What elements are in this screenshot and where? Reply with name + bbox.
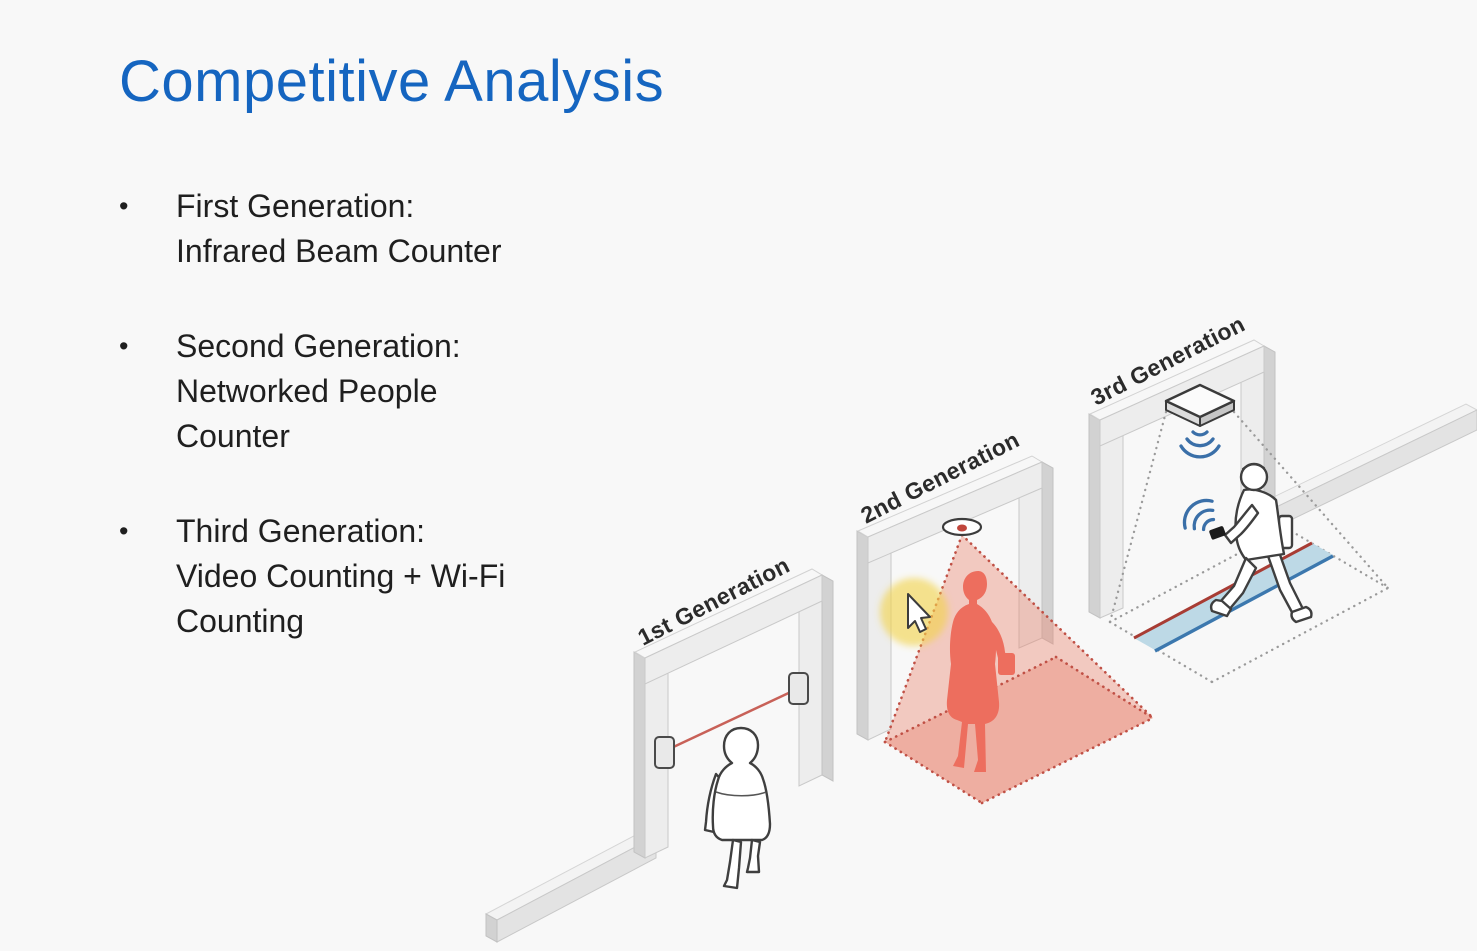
beam-sensor-icon [654, 736, 675, 769]
bullet-item-first-generation: • First Generation: Infrared Beam Counte… [119, 184, 559, 274]
wall-strip-left [484, 829, 658, 943]
gen3-ceiling-device-icon [1164, 383, 1236, 427]
bullet-list: • First Generation: Infrared Beam Counte… [119, 184, 559, 694]
infrared-beam [666, 688, 796, 752]
gen1-person [703, 726, 772, 890]
bullet-marker: • [119, 331, 129, 361]
bullet-item-second-generation: • Second Generation: Networked People Co… [119, 324, 559, 459]
gen3-person [1182, 462, 1313, 624]
bullet-desc: Infrared Beam Counter [176, 233, 502, 269]
wall-strip-right [1253, 403, 1477, 533]
bullet-label: Second Generation: [176, 328, 461, 364]
gen2-detection-cone [883, 533, 1155, 805]
device-wifi-icon [1179, 430, 1221, 459]
gen2-ceiling-sensor-icon [941, 517, 983, 537]
page-title: Competitive Analysis [119, 49, 665, 114]
mouse-cursor-icon [907, 593, 931, 633]
smartphone-icon [1209, 526, 1226, 540]
bullet-item-third-generation: • Third Generation: Video Counting + Wi-… [119, 509, 559, 644]
bullet-desc: Video Counting + Wi-Fi Counting [176, 558, 506, 639]
gen2-person-silhouette [946, 571, 1015, 772]
beam-sensor-icon [788, 672, 809, 705]
bullet-label: Third Generation: [176, 513, 426, 549]
bullet-marker: • [119, 191, 129, 221]
bullet-marker: • [119, 516, 129, 546]
bullet-label: First Generation: [176, 188, 415, 224]
bullet-desc: Networked People Counter [176, 373, 438, 454]
handbag [998, 653, 1015, 675]
phone-wifi-icon [1182, 498, 1216, 532]
